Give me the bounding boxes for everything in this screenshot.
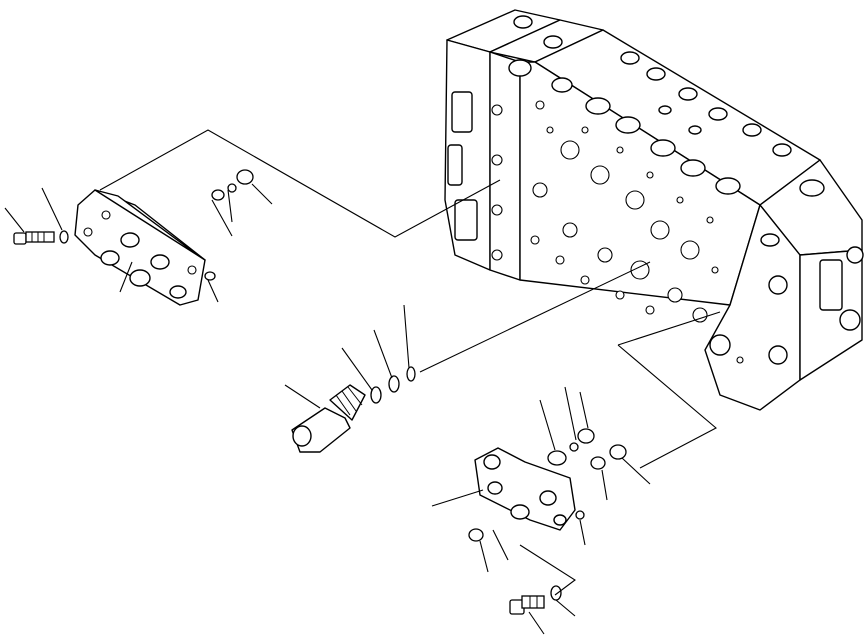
bottom-nut <box>609 444 627 460</box>
left-washer <box>59 230 69 244</box>
bottom-o-ring <box>569 442 579 452</box>
top-ports <box>508 15 825 247</box>
bottom-plug-2 <box>590 456 606 470</box>
left-small-plug <box>204 271 216 281</box>
left-cover-bolt <box>13 231 55 245</box>
bottom-washer <box>550 585 562 601</box>
left-plug <box>211 189 225 201</box>
relief-o-ring-2 <box>388 375 400 393</box>
bottom-cover-assembly <box>474 447 576 531</box>
front-face-holes <box>491 100 744 364</box>
left-o-ring <box>227 183 237 193</box>
bottom-left-plug <box>468 528 484 542</box>
relief-valve-cartridge <box>291 384 366 453</box>
leader-lines <box>4 183 651 635</box>
bottom-plug-1 <box>547 450 567 466</box>
bottom-cap <box>577 428 595 444</box>
left-cover-assembly <box>74 189 206 306</box>
main-valve-body <box>444 9 864 411</box>
assembly-guide-lines <box>99 129 721 596</box>
bottom-small-plug <box>575 510 585 520</box>
bottom-bolt <box>509 595 545 615</box>
left-cap <box>236 169 254 185</box>
relief-o-ring-3 <box>406 366 416 382</box>
relief-o-ring-1 <box>370 386 382 404</box>
